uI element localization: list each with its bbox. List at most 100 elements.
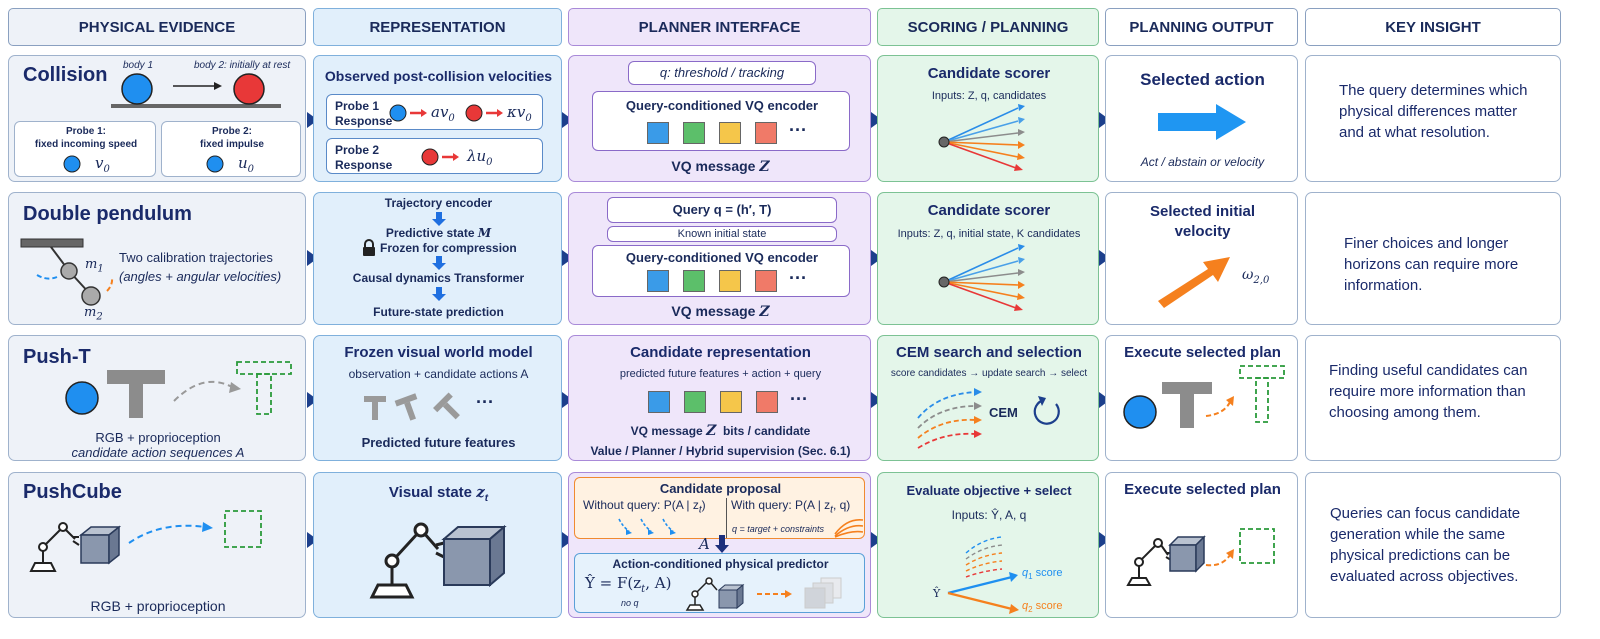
pushcube-scoring: Evaluate objective + select Inputs: Ŷ, A… <box>877 472 1099 618</box>
header-planner-interface: PLANNER INTERFACE <box>568 8 871 46</box>
lock-icon <box>363 239 375 256</box>
with-query-label: With query: P(A | zt, q) <box>731 498 851 516</box>
pendulum-insight-text: Finer choices and longer horizons can re… <box>1344 235 1519 294</box>
pusht-cand-rep-sub: predicted future features + action + que… <box>619 368 822 380</box>
body1-label: body 1 <box>123 60 154 71</box>
scattered-proposals-icon <box>618 518 676 535</box>
code-dots: ··· <box>789 268 807 288</box>
collision-scorer-inputs: Inputs: Z, q, candidates <box>931 90 1047 102</box>
pusht-dots: ··· <box>476 392 494 412</box>
header-physical-evidence: PHYSICAL EVIDENCE <box>8 8 306 46</box>
pendulum-scorer-title: Candidate scorer <box>927 202 1051 219</box>
pushcube-path-icon <box>128 510 262 548</box>
pusht-insight: Finding useful candidates can require mo… <box>1305 335 1561 461</box>
probe1-sub: fixed incoming speed <box>34 139 138 150</box>
code-square-green <box>684 391 706 413</box>
predictor-robot-icon <box>685 577 745 611</box>
proposal-title: Candidate proposal <box>659 481 782 496</box>
future-state-label: Future-state prediction <box>373 305 504 319</box>
frozen-label: Frozen for compression <box>380 241 517 255</box>
collision-insight-text: The query determines which physical diff… <box>1339 82 1528 141</box>
code-square-blue <box>648 391 670 413</box>
code-square-red <box>755 122 777 144</box>
probe2-var: u0 <box>238 154 255 175</box>
down-arrow-3-icon <box>432 287 446 301</box>
collision-vq-encoder: Query-conditioned VQ encoder ··· <box>592 91 850 151</box>
pusht-supervision: Value / Planner / Hybrid supervision (Se… <box>590 444 851 458</box>
cem-trajectories-icon <box>917 388 1060 449</box>
calib-line1: Two calibration trajectories <box>119 250 273 265</box>
pusht-insight-text: Finding useful candidates can require mo… <box>1329 362 1528 421</box>
code-dots: ··· <box>789 120 807 140</box>
cem-title: CEM search and selection <box>896 344 1082 361</box>
pusht-rgb-label: RGB + proprioception <box>95 430 221 445</box>
pendulum-scoring: Candidate scorer Inputs: Z, q, initial s… <box>877 192 1099 325</box>
eval-inputs: Inputs: Ŷ, A, q <box>951 508 1027 522</box>
probe2-ball-icon <box>206 155 224 173</box>
pusht-title: Push-T <box>23 346 91 368</box>
pusht-evidence: Push-T RGB + proprioception candidate ac… <box>8 335 306 461</box>
proposal-divider <box>726 498 727 538</box>
code-square-yellow <box>719 122 741 144</box>
header-scoring-planning: SCORING / PLANNING <box>877 8 1099 46</box>
pushcube-planner: Candidate proposal Without query: P(A | … <box>568 472 871 618</box>
pendulum-output-title1: Selected initial <box>1149 203 1256 220</box>
large-robot-arm-icon <box>369 522 445 599</box>
pusht-scene-icon <box>65 361 292 418</box>
action-A-label: A <box>699 535 710 553</box>
probe2-label: Probe 2: <box>211 126 252 137</box>
collision-insight: The query determines which physical diff… <box>1305 55 1561 182</box>
omega-label: ω2,0 <box>1242 267 1270 286</box>
calib-line2: (angles + angular velocities) <box>119 269 282 284</box>
header-planning-output: PLANNING OUTPUT <box>1105 8 1298 46</box>
pushcube-evidence: PushCube RGB + proprioception <box>8 472 306 618</box>
physical-predictor-box: Action-conditioned physical predictor Ŷ … <box>574 553 865 613</box>
candidate-proposal-box: Candidate proposal Without query: P(A | … <box>574 477 865 539</box>
down-arrow-A-icon <box>715 535 729 553</box>
collision-output: Selected action Act / abstain or velocit… <box>1105 55 1298 182</box>
code-square-blue <box>647 122 669 144</box>
body2-label: body 2: initially at rest <box>194 60 291 71</box>
q2-score-label: q2 score <box>1022 600 1063 615</box>
velocity-arrow-icon <box>1158 257 1230 308</box>
cem-label: CEM <box>989 405 1018 420</box>
rep-probe2-label: Probe 2 <box>335 143 380 157</box>
predictor-formula: Ŷ = F(zt, A) <box>585 574 672 595</box>
down-arrow-2-icon <box>432 256 446 270</box>
pusht-planner: Candidate representation predicted futur… <box>568 335 871 461</box>
pred-state-label: Predictive state M <box>385 226 492 240</box>
pushcube-insight-text: Queries can focus candidate generation w… <box>1330 505 1521 585</box>
eval-title: Evaluate objective + select <box>906 483 1072 498</box>
rep-av: av0 <box>431 103 455 124</box>
pusht-vq-message: VQ message Z bits / candidate <box>630 423 811 439</box>
collision-vq-message: VQ message Z <box>671 158 770 175</box>
predictor-title: Action-conditioned physical predictor <box>612 557 829 571</box>
pendulum-output-title2: velocity <box>1174 223 1231 240</box>
candidate-fan-icon <box>938 104 1025 171</box>
collision-representation: Observed post-collision velocities Probe… <box>313 55 562 182</box>
pendulum-representation: Trajectory encoder Predictive state M Fr… <box>313 192 562 325</box>
pendulum-insight: Finer choices and longer horizons can re… <box>1305 192 1561 325</box>
large-cube-icon <box>441 524 507 588</box>
pusht-pred-label: Predicted future features <box>361 435 516 450</box>
m2-label: m2 <box>84 305 103 323</box>
rep-response2-label: Response <box>335 158 393 172</box>
pusht-rep-title: Frozen visual world model <box>344 344 533 361</box>
pushcube-output: Execute selected plan <box>1105 472 1298 618</box>
rep-probe1-label: Probe 1 <box>335 99 380 113</box>
probe2-sub: fixed impulse <box>200 139 264 150</box>
probe1-ball-icon <box>63 155 81 173</box>
pushcube-output-title: Execute selected plan <box>1124 481 1281 498</box>
rep-probe2-box: Probe 2 Response λu0 <box>326 138 543 174</box>
pendulum-output: Selected initial velocity ω2,0 <box>1105 192 1298 325</box>
probe1-label: Probe 1: <box>65 126 106 137</box>
collision-scorer-title: Candidate scorer <box>927 65 1051 82</box>
pendulum-vq-encoder: Query-conditioned VQ encoder ··· <box>592 245 850 297</box>
code-square-yellow <box>719 270 741 292</box>
code-square-yellow <box>720 391 742 413</box>
collision-evidence: Collision body 1 body 2: initially at re… <box>8 55 306 182</box>
collision-output-sub: Act / abstain or velocity <box>1140 155 1265 169</box>
yhat-label: Ŷ <box>933 587 941 600</box>
cem-sub: score candidates → update search → selec… <box>890 368 1088 379</box>
selected-action-arrow-icon <box>1158 104 1246 140</box>
